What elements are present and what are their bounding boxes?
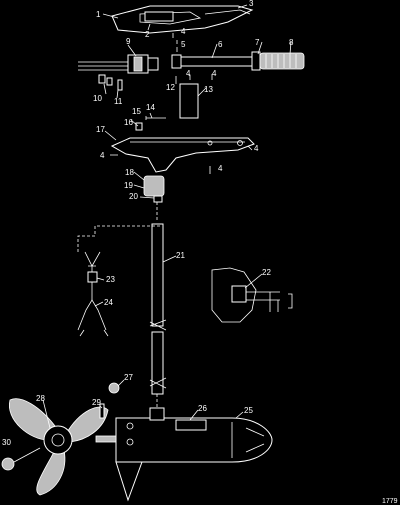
leader-lines (42, 4, 292, 429)
callout-20: 20 (129, 192, 138, 201)
washer (108, 382, 120, 394)
propeller (8, 398, 109, 496)
drive-pin (99, 403, 105, 419)
callout-6: 6 (218, 40, 223, 49)
callout-22: 22 (262, 268, 271, 277)
callout-3: 3 (249, 0, 254, 8)
callout-16: 16 (124, 118, 133, 127)
callout-8: 8 (289, 38, 294, 47)
callout-4e: 4 (254, 144, 259, 153)
callout-29: 29 (92, 398, 101, 407)
callout-4f: 4 (218, 164, 223, 173)
cable-path (77, 225, 160, 252)
callout-27: 27 (124, 373, 133, 382)
callout-23: 23 (106, 275, 115, 284)
callout-4: 4 (181, 27, 186, 36)
motor-housing (95, 407, 273, 502)
callout-13: 13 (204, 85, 213, 94)
callout-15: 15 (132, 107, 141, 116)
callout-7: 7 (255, 38, 260, 47)
callout-25: 25 (244, 406, 253, 415)
tiller-handle (171, 51, 305, 71)
callout-26: 26 (198, 404, 207, 413)
callout-17: 17 (96, 125, 105, 134)
clamp-collar (143, 175, 165, 197)
callout-11: 11 (114, 97, 123, 106)
main-shaft (149, 202, 167, 410)
prop-nut (1, 457, 15, 471)
callout-18: 18 (125, 168, 134, 177)
callout-9: 9 (126, 37, 131, 46)
small-parts (98, 33, 213, 91)
inset-detail (211, 267, 293, 323)
callout-28: 28 (36, 394, 45, 403)
callout-24: 24 (104, 298, 113, 307)
callout-21: 21 (176, 251, 185, 260)
callout-19: 19 (124, 181, 133, 190)
mounting-bracket (110, 137, 255, 173)
ring (153, 195, 163, 203)
callout-5: 5 (181, 40, 186, 49)
callout-30: 30 (2, 438, 11, 447)
callout-12: 12 (166, 83, 175, 92)
screws (110, 145, 253, 174)
callout-4c: 4 (212, 69, 217, 78)
collar (179, 83, 199, 119)
callout-1: 1 (96, 10, 101, 19)
battery-leads (77, 251, 109, 337)
figure-id: 1779 (382, 498, 398, 505)
callout-2: 2 (145, 30, 150, 39)
nut (135, 122, 143, 131)
callout-4b: 4 (186, 69, 191, 78)
pin (145, 116, 166, 120)
top-cover (111, 5, 254, 34)
speed-switch (78, 54, 159, 74)
callout-10: 10 (93, 94, 102, 103)
callout-4d: 4 (100, 151, 105, 160)
callout-14: 14 (146, 103, 155, 112)
